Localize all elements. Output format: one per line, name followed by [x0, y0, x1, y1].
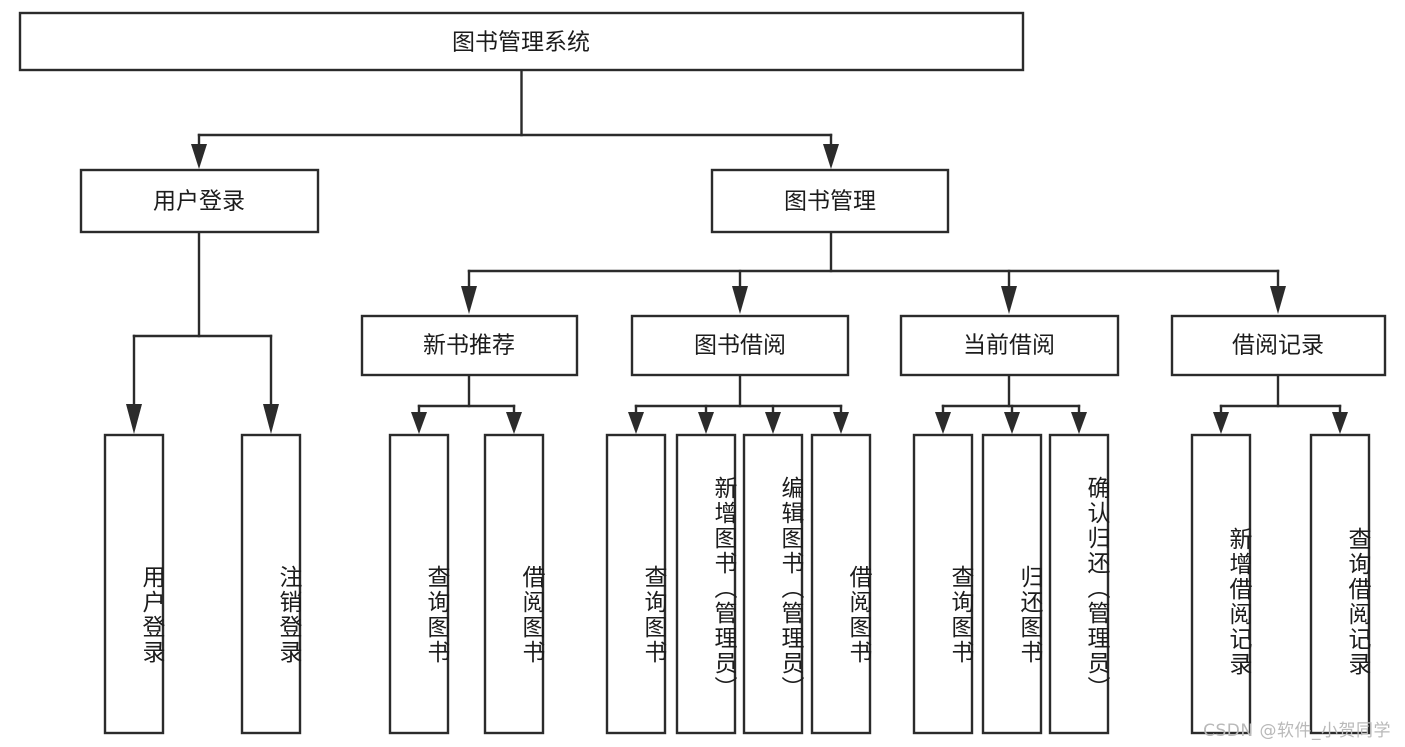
node-root-label: 图书管理系统 [452, 30, 590, 56]
node-records[interactable]: 借阅记录 [1170, 314, 1387, 377]
node-bookmgmt-box[interactable] [710, 168, 950, 234]
node-leaf1-box[interactable] [103, 433, 165, 735]
arrowhead-borrow [732, 286, 748, 314]
node-root-box[interactable] [18, 11, 1025, 72]
node-leaf3-box[interactable] [388, 433, 450, 735]
arrowhead-leaf2 [263, 404, 279, 434]
arrowhead-records [1270, 286, 1286, 314]
arrowhead-leaf6 [698, 412, 714, 434]
arrowhead-leaf9 [935, 412, 951, 434]
connector-group-newbook [411, 373, 522, 434]
node-borrow-label: 图书借阅 [694, 333, 786, 359]
node-leaf11-box[interactable] [1048, 433, 1110, 735]
node-leaf10-box[interactable] [981, 433, 1043, 735]
node-records-box[interactable] [1170, 314, 1387, 377]
arrowhead-login [191, 144, 207, 169]
connector-group-bookmgmt [461, 230, 1286, 314]
node-current-box[interactable] [899, 314, 1120, 377]
arrowhead-leaf10 [1004, 412, 1020, 434]
arrowhead-leaf1 [126, 404, 142, 434]
arrowhead-leaf13 [1332, 412, 1348, 434]
node-current[interactable]: 当前借阅 [899, 314, 1120, 377]
arrowhead-bookmgmt [823, 144, 839, 169]
arrowhead-leaf3 [411, 412, 427, 434]
connector-group-current [935, 373, 1087, 434]
arrowhead-leaf4 [506, 412, 522, 434]
connector-group-root [191, 68, 839, 169]
node-leaf2-box[interactable] [240, 433, 302, 735]
arrowhead-leaf7 [765, 412, 781, 434]
node-current-label: 当前借阅 [963, 333, 1055, 359]
node-leaf5-box[interactable] [605, 433, 667, 735]
node-newbook-box[interactable] [360, 314, 579, 377]
arrowhead-leaf11 [1071, 412, 1087, 434]
connector-group-borrow [628, 373, 849, 434]
connector-group-records [1213, 373, 1348, 434]
node-borrow[interactable]: 图书借阅 [630, 314, 850, 377]
node-leaf7-box[interactable] [742, 433, 804, 735]
arrowhead-newbook [461, 286, 477, 314]
node-login-label: 用户登录 [153, 189, 245, 215]
node-newbook-label: 新书推荐 [423, 333, 515, 359]
node-leaf8-box[interactable] [810, 433, 872, 735]
node-records-label: 借阅记录 [1232, 333, 1324, 359]
node-root[interactable]: 图书管理系统 [18, 11, 1025, 72]
node-leaf4-box[interactable] [483, 433, 545, 735]
arrowhead-leaf5 [628, 412, 644, 434]
arrowhead-leaf8 [833, 412, 849, 434]
node-leaf9-box[interactable] [912, 433, 974, 735]
node-login-box[interactable] [79, 168, 320, 234]
node-leaf12-box[interactable] [1190, 433, 1252, 735]
connector-group-login [126, 230, 279, 434]
arrowhead-current [1001, 286, 1017, 314]
node-borrow-box[interactable] [630, 314, 850, 377]
watermark: CSDN @软件_小贺同学 [1203, 721, 1391, 741]
node-leaf13-box[interactable] [1309, 433, 1371, 735]
node-newbook[interactable]: 新书推荐 [360, 314, 579, 377]
node-login[interactable]: 用户登录 [79, 168, 320, 234]
node-bookmgmt[interactable]: 图书管理 [710, 168, 950, 234]
arrowhead-leaf12 [1213, 412, 1229, 434]
node-bookmgmt-label: 图书管理 [784, 189, 876, 215]
node-leaf6-box[interactable] [675, 433, 737, 735]
